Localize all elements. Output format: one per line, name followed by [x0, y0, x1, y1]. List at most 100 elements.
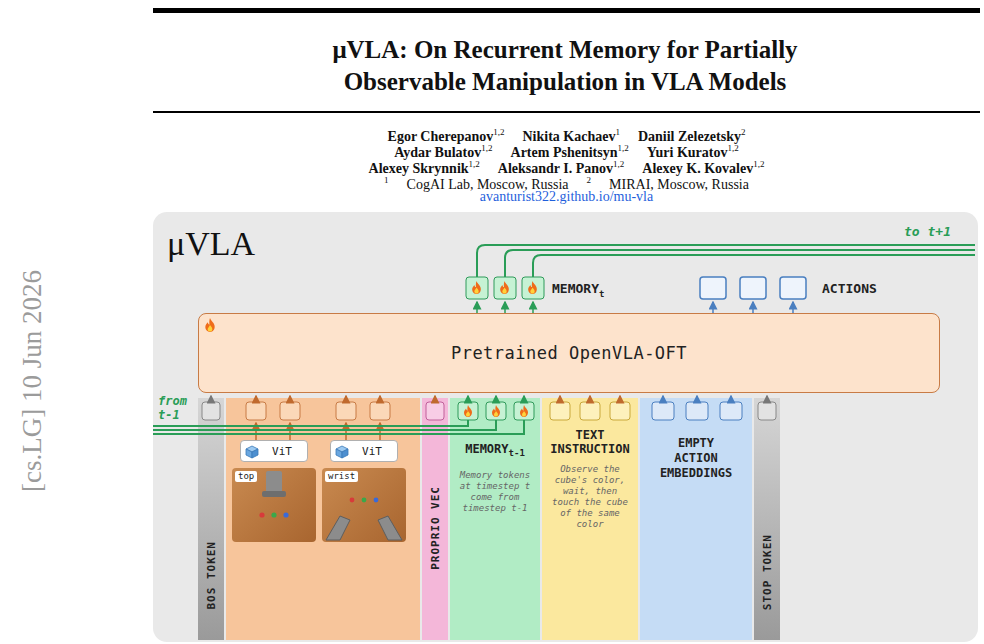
memory-output-token: [466, 277, 488, 299]
author-name: Nikita Kachaev: [522, 129, 615, 144]
author-name: Aleksandr I. Panov: [498, 161, 613, 176]
affiliation-superscript: 1,2: [613, 159, 624, 169]
input-arrow: [379, 396, 381, 402]
cube: [350, 498, 355, 503]
author-line: Aydar Bulatov1,2Artem Pshenitsyn1,2Yuri …: [153, 140, 980, 161]
encoder-arrow: [379, 423, 381, 440]
input-arrow: [559, 396, 561, 402]
token-square: [336, 402, 356, 420]
token-square: [686, 402, 708, 420]
top-rule: [153, 8, 980, 13]
trainable-icon: [520, 405, 528, 417]
robot-gripper: [262, 491, 286, 497]
frozen-icon: [336, 446, 348, 458]
frozen-icon: [246, 446, 258, 458]
token-square: [720, 402, 742, 420]
encoder-arrow: [289, 423, 291, 440]
paper-title: μVLA: On Recurrent Memory for Partially …: [292, 34, 838, 98]
frozen-icon: [246, 449, 252, 458]
action-output-token: [740, 277, 766, 299]
input-arrow: [345, 396, 347, 402]
frozen-icon: [342, 449, 348, 458]
output-label: ACTIONS: [822, 281, 877, 297]
input-arrow: [255, 396, 257, 402]
memory-token: [486, 402, 506, 420]
column-note: Observe the cube's color, wait, then tou…: [548, 464, 632, 530]
camera-tag: wrist: [325, 471, 358, 482]
vertical-label: PROPRIO VEC: [429, 486, 442, 570]
token-square: [758, 402, 776, 420]
token-square: [426, 402, 444, 420]
input-arrow: [662, 396, 664, 402]
memory-output-token: [522, 277, 544, 299]
frozen-icon: [252, 449, 258, 458]
memory-output-token: [494, 277, 516, 299]
output-label-text: MEMORY: [552, 281, 599, 296]
author-name: Aydar Bulatov: [394, 145, 481, 160]
memory-wire: [153, 420, 468, 426]
output-arrow: [752, 302, 754, 313]
vision-encoder: ViT: [330, 440, 398, 462]
model-block: Pretrained OpenVLA-OFT: [198, 313, 940, 393]
token-square: [246, 402, 266, 420]
timestep-label: to t+1: [904, 224, 951, 240]
vision-encoder: ViT: [240, 440, 308, 462]
author-line: Alexey Skrynnik1,2Aleksandr I. Panov1,2A…: [153, 156, 980, 177]
affiliation-superscript: 2: [587, 175, 592, 185]
author-name: Alexey Skrynnik: [369, 161, 469, 176]
token-square: [580, 402, 600, 420]
input-arrow: [766, 396, 768, 402]
stop-token-column: STOP TOKEN: [754, 398, 780, 640]
bos-token-column: BOS TOKEN: [198, 398, 224, 640]
column-title: EMPTY ACTION EMBEDDINGS: [656, 436, 736, 481]
affiliation-superscript: 1,2: [481, 143, 492, 153]
figure-heading: μVLA: [167, 224, 255, 264]
project-url: avanturist322.github.io/mu-vla: [480, 189, 653, 204]
trainable-icon: [500, 281, 509, 294]
camera-tag: top: [235, 471, 257, 482]
encoder-arrow: [255, 423, 257, 440]
wrist-gripper: [378, 516, 402, 540]
action-column: EMPTY ACTION EMBEDDINGS: [640, 398, 752, 640]
trainable-icon: [492, 405, 500, 417]
memory-token: [458, 402, 478, 420]
affiliation-superscript: 2: [741, 127, 746, 137]
input-arrow: [696, 396, 698, 402]
input-arrow: [730, 396, 732, 402]
memory-column: MEMORYt-1Memory tokens at timestep t com…: [450, 398, 540, 640]
memory-wire: [533, 255, 975, 277]
affiliation-superscript: 1,2: [753, 159, 764, 169]
encoder-arrow: [345, 423, 347, 440]
output-label: MEMORYt: [552, 281, 604, 302]
cube: [259, 512, 264, 517]
token-square: [550, 402, 570, 420]
affiliation-superscript: 1,2: [727, 143, 738, 153]
trainable-icon: [464, 405, 472, 417]
output-arrow: [712, 302, 714, 313]
column-note: Memory tokens at timestep t come from ti…: [456, 470, 534, 514]
token-square: [652, 402, 674, 420]
input-arrow: [495, 396, 497, 402]
author-line: Egor Cherepanov1,2Nikita Kachaev1Daniil …: [153, 124, 980, 145]
token-square: [370, 402, 390, 420]
column-title: MEMORY: [465, 442, 508, 456]
model-name: Pretrained OpenVLA-OFT: [451, 343, 687, 363]
title-rule: [153, 111, 980, 113]
camera-image: top: [232, 468, 316, 542]
column-title: TEXT INSTRUCTION: [548, 428, 632, 456]
encoder-name: ViT: [362, 445, 382, 458]
affiliation-superscript: 1,2: [493, 127, 504, 137]
memory-wire: [153, 420, 496, 430]
output-arrow: [792, 302, 794, 313]
proprio-column: PROPRIO VEC: [422, 398, 448, 640]
cube: [374, 498, 379, 503]
affiliation-superscript: 1: [384, 175, 389, 185]
author-name: Yuri Kuratov: [647, 145, 728, 160]
camera-image: wrist: [322, 468, 406, 542]
input-arrow: [523, 396, 525, 402]
memory-wire: [153, 420, 524, 434]
cube: [362, 498, 367, 503]
trainable-icon: [205, 318, 214, 332]
token-square: [202, 402, 220, 420]
input-arrow: [619, 396, 621, 402]
